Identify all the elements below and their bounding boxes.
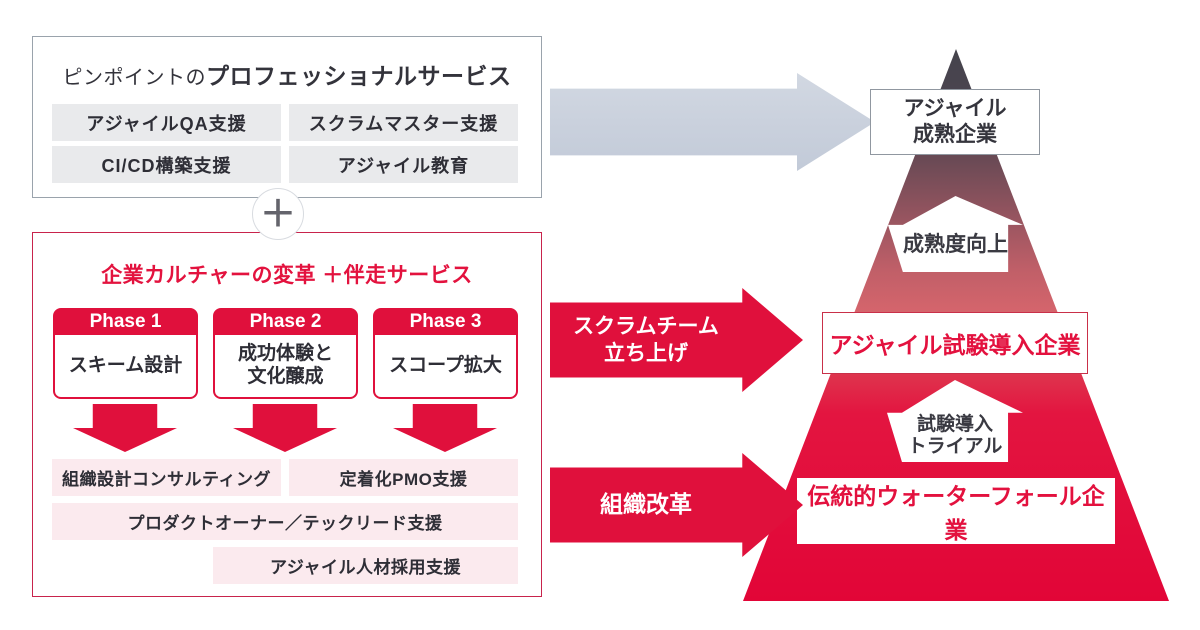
professional-services-panel: ピンポイントのプロフェッショナルサービス アジャイルQA支援 スクラムマスター支… (32, 36, 542, 198)
org-reform-label: 組織改革 (600, 491, 692, 518)
phase-2-body: 成功体験と 文化醸成 (213, 335, 358, 399)
down-arrow-icon (73, 404, 177, 452)
phase-3-header: Phase 3 (373, 308, 518, 335)
professional-services-title: ピンポイントのプロフェッショナルサービス (33, 57, 541, 91)
phase-card-1: Phase 1 スキーム設計 (53, 308, 198, 399)
phase-card-3: Phase 3 スコープ拡大 (373, 308, 518, 399)
culture-change-title: 企業カルチャーの変革 ＋伴走サービス (101, 264, 473, 287)
phase-1-header: Phase 1 (53, 308, 198, 335)
phase-card-2: Phase 2 成功体験と 文化醸成 (213, 308, 358, 399)
service-item-recruiting: アジャイル人材採用支援 (213, 547, 518, 584)
trial-up-label: 試験導入 トライアル (907, 414, 1003, 458)
maturity-up-label: 成熟度向上 (903, 233, 1008, 256)
culture-change-panel: 企業カルチャーの変革 ＋伴走サービス Phase 1 スキーム設計 Phase … (32, 232, 542, 597)
agile-trial-company-box: アジャイル試験導入企業 (822, 312, 1088, 374)
title-main: プロフェッショナルサービス (206, 63, 512, 89)
service-item-scrum-master: スクラムマスター支援 (289, 104, 518, 141)
service-item-cicd: CI/CD構築支援 (52, 146, 281, 183)
service-item-agile-education: アジャイル教育 (289, 146, 518, 183)
agile-mature-company-box: アジャイル 成熟企業 (870, 89, 1040, 155)
down-arrow-icon (233, 404, 337, 452)
down-arrow-icon (393, 404, 497, 452)
title-prefix: ピンポイントの (62, 67, 206, 89)
scrum-launch-label: スクラムチーム 立ち上げ (573, 314, 719, 365)
service-item-po-techlead: プロダクトオーナー／テックリード支援 (52, 503, 518, 540)
waterfall-company-box: 伝統的ウォーターフォール企業 (797, 478, 1115, 544)
phase-1-body: スキーム設計 (53, 335, 198, 399)
service-item-agile-qa: アジャイルQA支援 (52, 104, 281, 141)
plus-icon: ＋ (252, 188, 304, 240)
phase-3-body: スコープ拡大 (373, 335, 518, 399)
scrum-launch-arrow: スクラムチーム 立ち上げ (550, 288, 803, 392)
service-item-org-consulting: 組織設計コンサルティング (52, 459, 281, 496)
service-item-pmo: 定着化PMO支援 (289, 459, 518, 496)
org-reform-arrow: 組織改革 (550, 453, 803, 557)
phase-2-header: Phase 2 (213, 308, 358, 335)
gray-right-arrow (550, 73, 875, 171)
